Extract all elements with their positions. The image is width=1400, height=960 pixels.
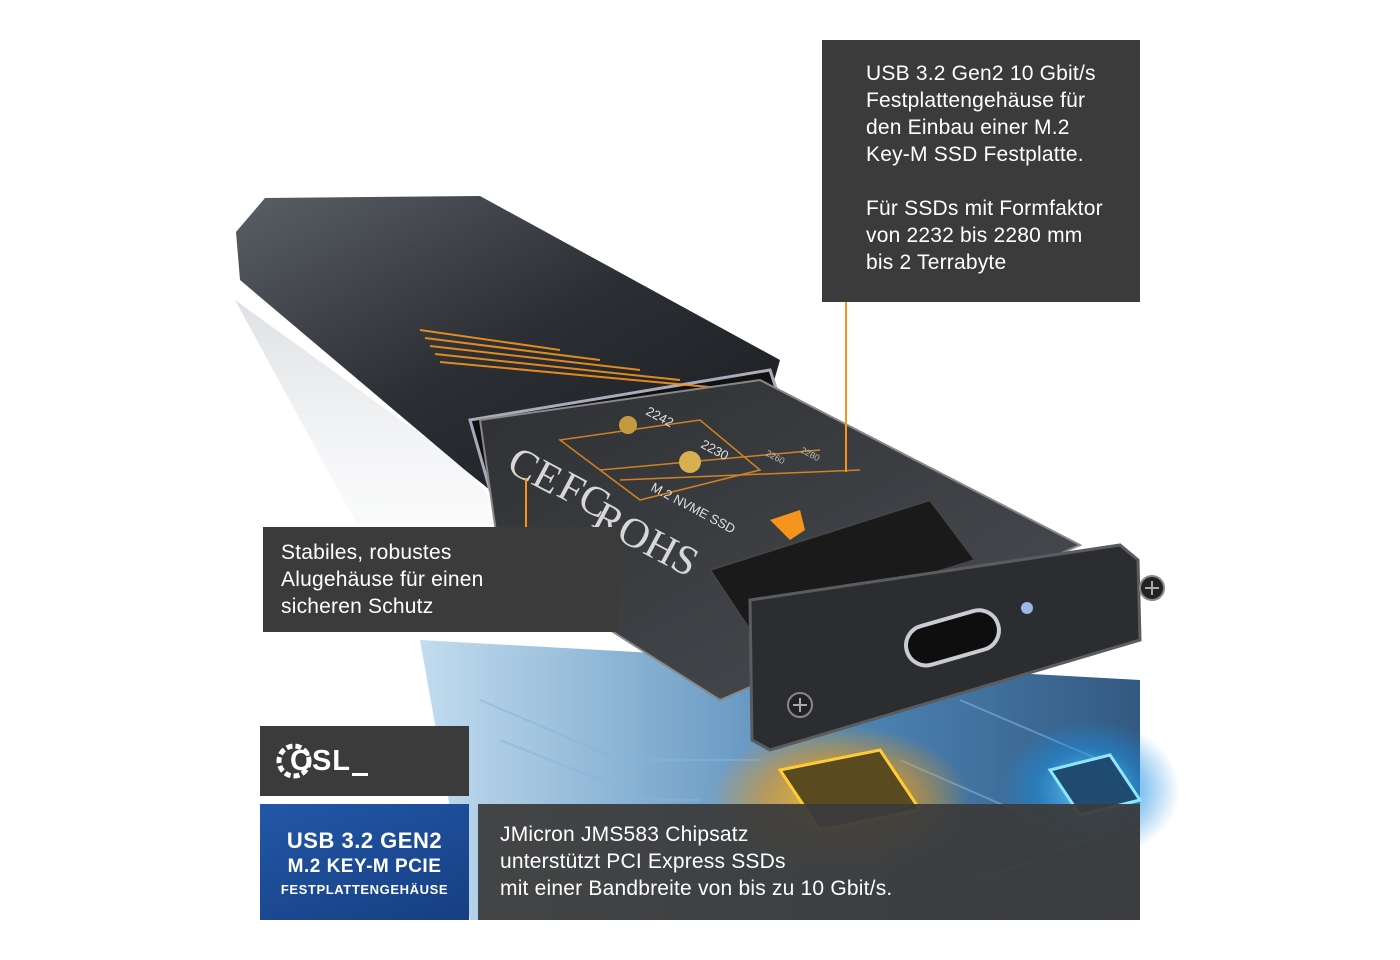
- callout-top-paragraph-1: USB 3.2 Gen2 10 Gbit/s Festplattengehäus…: [866, 60, 1096, 168]
- callout-top-line: bis 2 Terrabyte: [866, 251, 1007, 274]
- usb-c-port: [904, 608, 1001, 668]
- callout-left-line: Alugehäuse für einen: [281, 568, 484, 591]
- badge-line-type: FESTPLATTENGEHÄUSE: [280, 882, 449, 897]
- brand-logo-box: CSL: [260, 726, 469, 796]
- mount-screw-hole: [619, 416, 637, 434]
- badge-line-usb: USB 3.2 GEN2: [286, 828, 443, 853]
- csl-logo-icon: [276, 743, 312, 779]
- callout-top-paragraph-2: Für SSDs mit Formfaktor von 2232 bis 228…: [866, 195, 1103, 276]
- screw-right: [1139, 575, 1165, 601]
- mount-standoff: [679, 451, 701, 473]
- callout-left-line: sicheren Schutz: [281, 595, 434, 618]
- callout-left-line: Stabiles, robustes: [281, 541, 452, 564]
- callout-bottom-text: JMicron JMS583 Chipsatz unterstützt PCI …: [500, 821, 892, 902]
- pcb-orange-traces: [558, 419, 861, 501]
- screw-left: [787, 692, 813, 718]
- callout-left-text: Stabiles, robustes Alugehäuse für einen …: [281, 539, 484, 620]
- chip-blue: [1047, 753, 1143, 817]
- feature-callout-bottom: JMicron JMS583 Chipsatz unterstützt PCI …: [478, 804, 1140, 920]
- arrow-icon: [770, 510, 805, 540]
- feature-callout-left: Stabiles, robustes Alugehäuse für einen …: [263, 527, 619, 632]
- callout-bottom-line: mit einer Bandbreite von bis zu 10 Gbit/…: [500, 877, 893, 900]
- product-badge: USB 3.2 GEN2 M.2 KEY-M PCIE FESTPLATTENG…: [260, 804, 469, 920]
- callout-top-line: Für SSDs mit Formfaktor: [866, 197, 1103, 220]
- status-led: [1021, 602, 1033, 614]
- callout-bottom-line: JMicron JMS583 Chipsatz: [500, 823, 749, 846]
- badge-line-m2: M.2 KEY-M PCIE: [287, 856, 442, 877]
- callout-top-line: Key-M SSD Festplatte.: [866, 143, 1084, 166]
- callout-top-line: den Einbau einer M.2: [866, 116, 1070, 139]
- csl-logo-text: CSL: [290, 745, 351, 777]
- case-orange-stripes: [419, 329, 721, 389]
- feature-callout-top: USB 3.2 Gen2 10 Gbit/s Festplattengehäus…: [822, 40, 1140, 302]
- callout-bottom-line: unterstützt PCI Express SSDs: [500, 850, 786, 873]
- callout-top-line: Festplattengehäuse für: [866, 89, 1086, 112]
- logo-underline: [352, 773, 368, 776]
- callout-top-line: USB 3.2 Gen2 10 Gbit/s: [866, 62, 1096, 85]
- callout-top-line: von 2232 bis 2280 mm: [866, 224, 1083, 247]
